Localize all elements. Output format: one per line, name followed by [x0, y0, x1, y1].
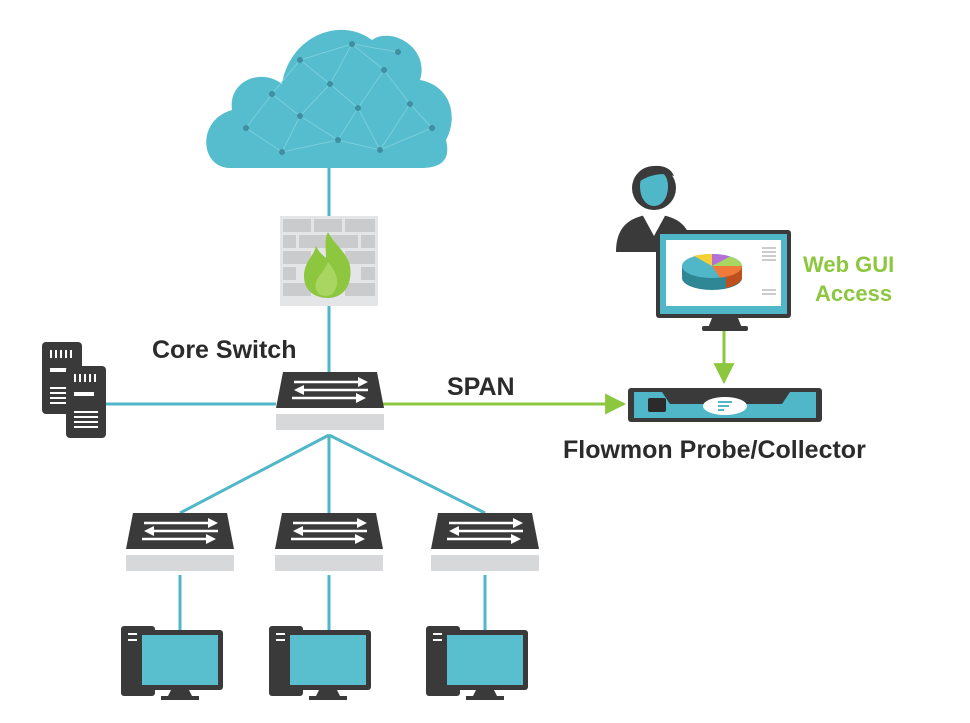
core-to-access-left-line: [179, 433, 330, 515]
web-gui-label-line2: Access: [815, 281, 893, 306]
access-switch-right-icon: [429, 511, 541, 573]
access-switch-left-icon: [124, 511, 236, 573]
core-to-access-right-line: [328, 433, 486, 515]
probe-label: Flowmon Probe/Collector: [563, 436, 866, 464]
desktop-left-icon: [120, 625, 224, 701]
pie-chart-icon: [682, 253, 743, 290]
firewall-icon: [280, 216, 378, 306]
server-icon: [41, 341, 107, 439]
appliance-icon: [628, 388, 822, 422]
span-label: SPAN: [447, 373, 515, 401]
core-switch-label: Core Switch: [152, 336, 297, 364]
desktop-mid-icon: [268, 625, 372, 701]
web-gui-label-line1: Web GUI: [803, 252, 895, 277]
desktop-right-icon: [425, 625, 529, 701]
core-switch-icon: [274, 370, 386, 432]
monitor-icon: [656, 230, 791, 331]
connections: [106, 168, 487, 632]
cloud-icon: [206, 29, 452, 168]
access-switch-mid-icon: [273, 511, 385, 573]
